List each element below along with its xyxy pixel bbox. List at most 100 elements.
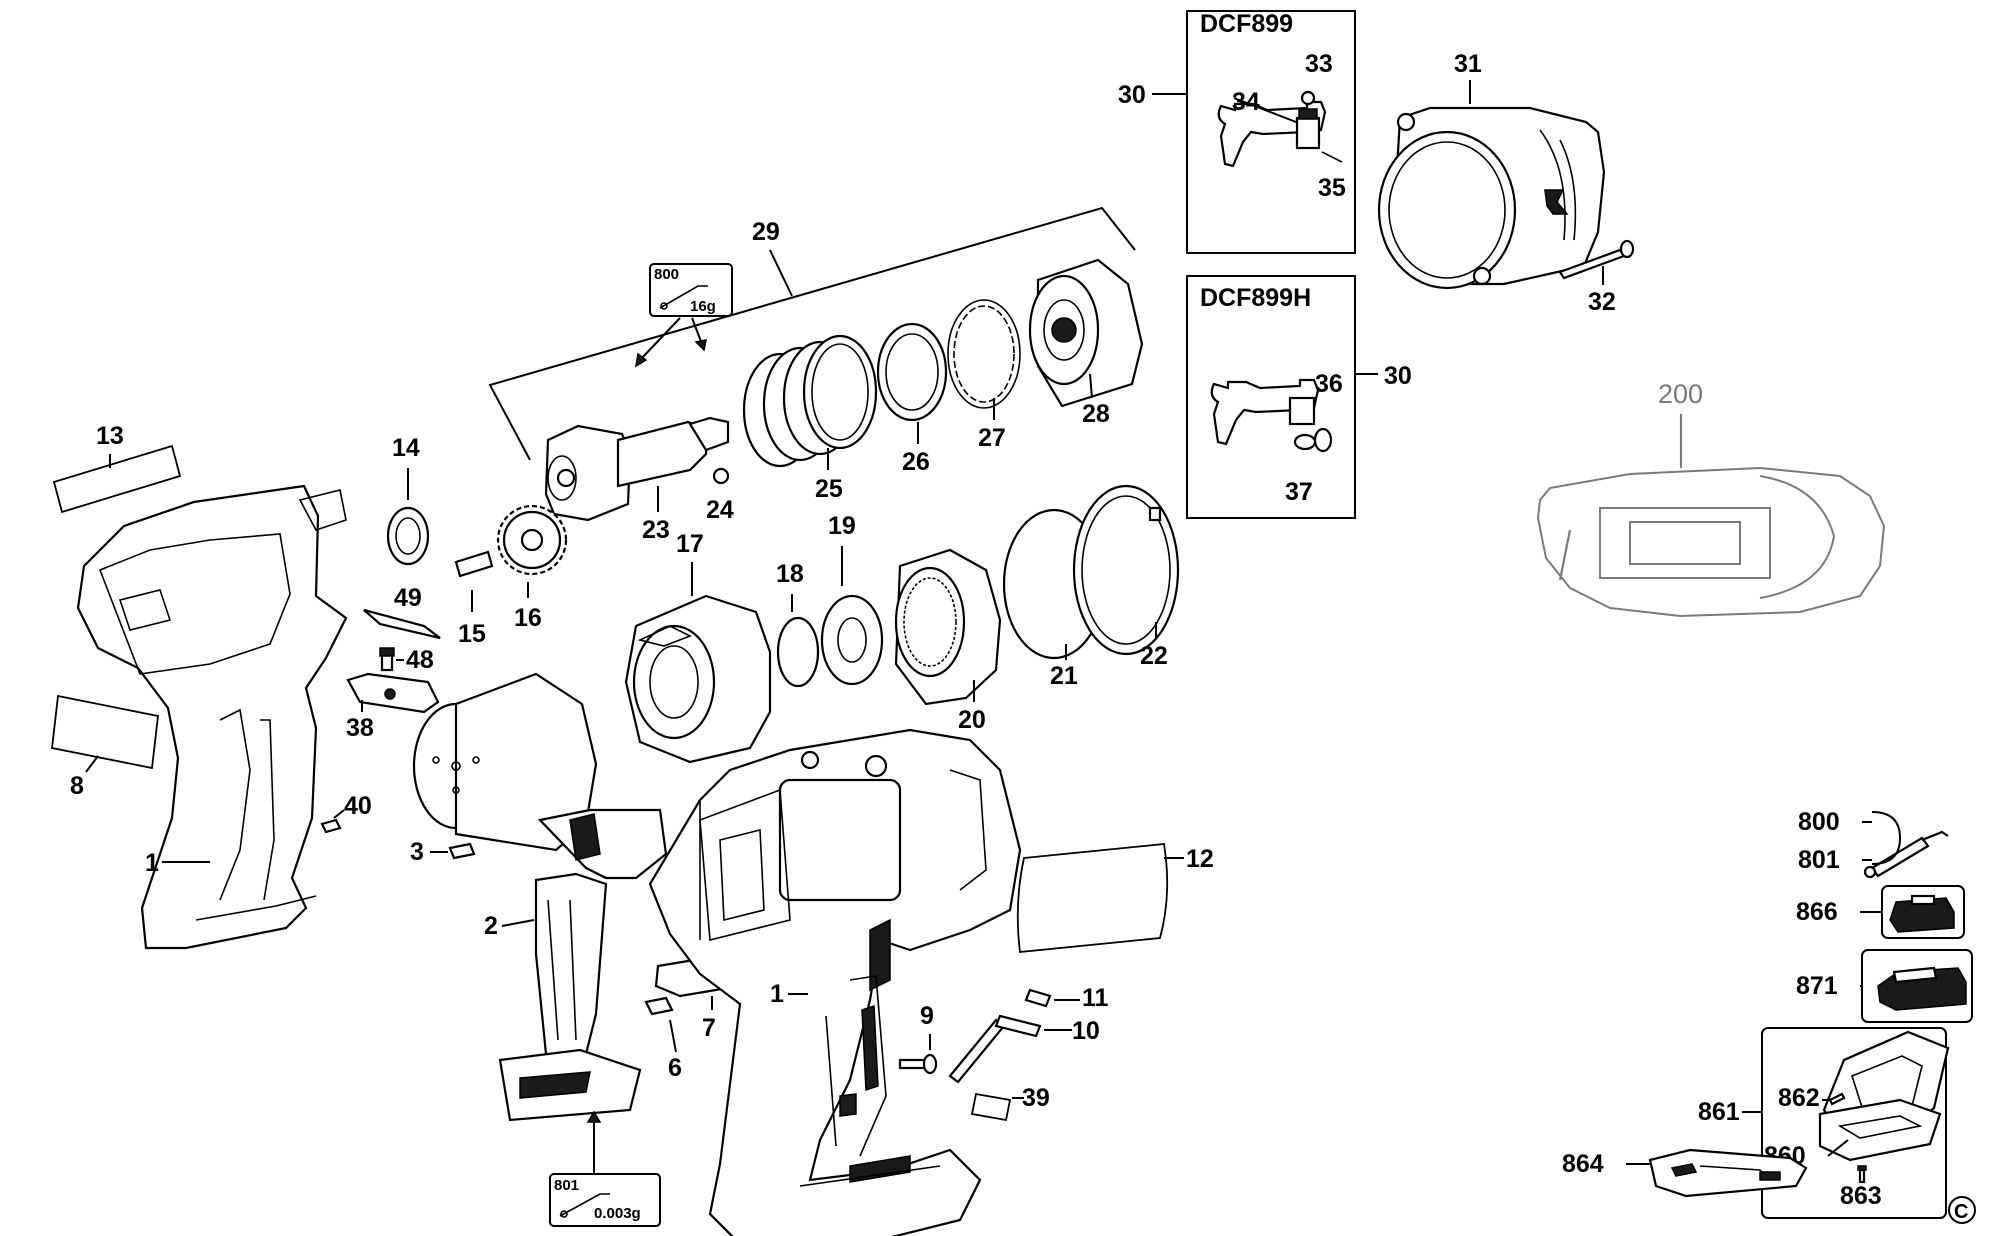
ball-ring-27: [947, 299, 1021, 409]
callout-39: 39: [1022, 1084, 1050, 1112]
callout-28: 28: [1082, 400, 1110, 428]
label-13: [52, 444, 182, 514]
callout-22: 22: [1140, 642, 1168, 670]
grease-801-code: 801: [554, 1177, 579, 1194]
callout-29: 29: [752, 218, 780, 246]
dcf899-anvil-box: DCF899: [1186, 10, 1356, 254]
copyright-letter: C: [1954, 1201, 1968, 1223]
kit-box-861: [1761, 1027, 1950, 1219]
model-title-dcf899h: DCF899H: [1200, 284, 1311, 312]
grease-800-amount: 16g: [690, 298, 716, 315]
grease-800-code: 800: [654, 266, 679, 283]
callout-801: 801: [1798, 846, 1840, 874]
callout-24: 24: [706, 496, 734, 524]
pin-15: [454, 550, 494, 578]
callout-800: 800: [1798, 808, 1840, 836]
callout-30-top: 30: [1118, 81, 1146, 109]
callout-49: 49: [394, 584, 422, 612]
bracket-49: [363, 608, 441, 640]
callout-861: 861: [1698, 1098, 1740, 1126]
screw-11: [1024, 988, 1052, 1008]
callout-863: 863: [1840, 1182, 1882, 1210]
callout-13: 13: [96, 422, 124, 450]
callout-7: 7: [702, 1014, 716, 1042]
callout-25: 25: [815, 475, 843, 503]
grease-tube-800-801: [1863, 830, 1949, 879]
grease-box-800: 800 16g: [649, 263, 733, 317]
planet-gear-16: [496, 504, 568, 576]
callout-2: 2: [484, 912, 498, 940]
callout-866: 866: [1796, 898, 1838, 926]
switch-38: [346, 672, 440, 714]
anvil-housing-31: [1377, 106, 1606, 290]
screw-862: [1828, 1092, 1846, 1106]
callout-30-bottom: 30: [1384, 362, 1412, 390]
callout-32: 32: [1588, 288, 1616, 316]
gear-housing-17: [624, 594, 772, 764]
callout-17: 17: [676, 530, 704, 558]
washer-14: [386, 506, 430, 566]
callout-37: 37: [1285, 478, 1313, 506]
bearing-19: [820, 594, 884, 686]
callout-9: 9: [920, 1002, 934, 1030]
callout-27: 27: [978, 424, 1006, 452]
ball-24: [712, 467, 730, 485]
callout-15: 15: [458, 620, 486, 648]
callout-1-left: 1: [145, 849, 159, 877]
clamp-ring-22: [1072, 484, 1180, 656]
callout-10: 10: [1072, 1017, 1100, 1045]
insert-tray-864: [1648, 1148, 1808, 1198]
callout-38: 38: [346, 714, 374, 742]
screw-48: [379, 647, 395, 672]
callout-864: 864: [1562, 1150, 1604, 1178]
callout-1-right: 1: [770, 980, 784, 1008]
dcf899h-anvil-box: DCF899H: [1186, 275, 1356, 519]
copyright-mark: C: [1948, 1196, 1976, 1224]
battery-866: [1881, 885, 1965, 939]
screw-863: [1857, 1165, 1867, 1184]
callout-3: 3: [410, 838, 424, 866]
callout-871: 871: [1796, 972, 1838, 1000]
pin-3: [448, 842, 476, 860]
callout-19: 19: [828, 512, 856, 540]
callout-23: 23: [642, 516, 670, 544]
hammer-23: [544, 416, 730, 522]
label-8: [51, 694, 159, 770]
protective-boot-200: [1536, 466, 1886, 618]
callout-33: 33: [1305, 50, 1333, 78]
housing-half-right-1: [648, 728, 1022, 1236]
grease-box-801: 801 0.003g: [549, 1173, 661, 1227]
callout-862: 862: [1778, 1084, 1820, 1112]
grease-801-amount: 0.003g: [594, 1205, 641, 1222]
callout-21: 21: [1050, 662, 1078, 690]
model-title-dcf899: DCF899: [1200, 10, 1293, 38]
label-39: [970, 1092, 1012, 1122]
callout-26: 26: [902, 448, 930, 476]
callout-18: 18: [776, 560, 804, 588]
charger-871: [1861, 949, 1973, 1023]
callout-31: 31: [1454, 50, 1482, 78]
ring-gear-20: [894, 548, 1002, 706]
callout-11: 11: [1082, 984, 1109, 1012]
housing-half-left-1: [76, 484, 348, 950]
screw-9: [898, 1053, 938, 1075]
callout-20: 20: [958, 706, 986, 734]
callout-40: 40: [344, 792, 372, 820]
pin-40: [320, 818, 342, 834]
callout-48: 48: [406, 646, 434, 674]
callout-34: 34: [1232, 88, 1260, 116]
spring-25: [742, 334, 878, 468]
callout-6: 6: [668, 1054, 682, 1082]
callout-200: 200: [1658, 379, 1703, 409]
anvil-cup-28: [1028, 258, 1144, 408]
oring-18: [776, 616, 820, 688]
callout-35: 35: [1318, 174, 1346, 202]
callout-14: 14: [392, 434, 420, 462]
motor-assembly-2: [412, 672, 668, 1122]
callout-16: 16: [514, 604, 542, 632]
washer-26: [876, 322, 948, 422]
label-12: [1016, 843, 1169, 953]
callout-12: 12: [1186, 845, 1214, 873]
pin-32: [1558, 239, 1635, 280]
